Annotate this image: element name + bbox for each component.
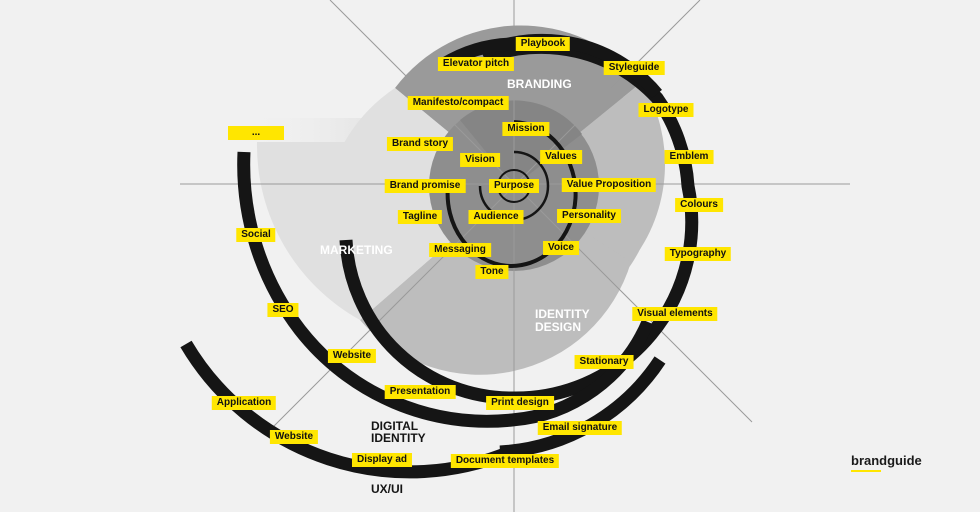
- logo-underline: [851, 470, 881, 472]
- identity-section-title-line2: DESIGN: [535, 320, 582, 334]
- digital-identity-title-line1: DIGITAL: [371, 419, 419, 433]
- label-purpose: Purpose: [488, 179, 540, 193]
- inner-disc-upper: [460, 100, 582, 186]
- label-audience: Audience: [468, 210, 524, 224]
- label-elevator-pitch: Elevator pitch: [437, 57, 515, 71]
- label-stationary: Stationary: [574, 355, 634, 369]
- label-social: Social: [236, 228, 276, 242]
- label-tone: Tone: [475, 265, 509, 279]
- label-emblem: Emblem: [664, 150, 714, 164]
- branding-section-title: BRANDING: [507, 77, 572, 91]
- label-website-inner: Website: [327, 349, 377, 363]
- identity-section-title-line1: IDENTITY: [535, 307, 590, 321]
- label-visual-elements: Visual elements: [632, 307, 718, 321]
- label-typography: Typography: [664, 247, 732, 261]
- label-application: Application: [211, 396, 277, 410]
- label-voice: Voice: [543, 241, 579, 255]
- label-messaging: Messaging: [429, 243, 491, 257]
- label-email-signature: Email signature: [537, 421, 623, 435]
- uxui-section-title: UX/UI: [371, 482, 404, 496]
- marketing-upper-sector: [324, 88, 514, 320]
- label-display-ad: Display ad: [351, 453, 413, 467]
- label-value-proposition: Value Proposition: [561, 178, 657, 192]
- label-logotype: Logotype: [638, 103, 694, 117]
- label-mission: Mission: [502, 122, 550, 136]
- brandguide-logo: brandguide: [851, 453, 922, 468]
- label-brand-story: Brand story: [386, 137, 454, 151]
- label-website-outer: Website: [269, 430, 319, 444]
- label-document-templates: Document templates: [450, 454, 560, 468]
- label-playbook: Playbook: [515, 37, 571, 51]
- label-colours: Colours: [675, 198, 723, 212]
- label-ellipsis: ...: [228, 126, 284, 140]
- digital-identity-title-line2: IDENTITY: [371, 431, 426, 445]
- label-manifesto: Manifesto/compact: [407, 96, 509, 110]
- label-print-design: Print design: [486, 396, 554, 410]
- marketing-section-title: MARKETING: [320, 243, 393, 257]
- label-values: Values: [540, 150, 582, 164]
- label-presentation: Presentation: [384, 385, 456, 399]
- label-tagline: Tagline: [397, 210, 443, 224]
- label-brand-promise: Brand promise: [384, 179, 466, 193]
- label-styleguide: Styleguide: [603, 61, 665, 75]
- label-seo: SEO: [267, 303, 299, 317]
- label-vision: Vision: [460, 153, 500, 167]
- label-personality: Personality: [557, 209, 621, 223]
